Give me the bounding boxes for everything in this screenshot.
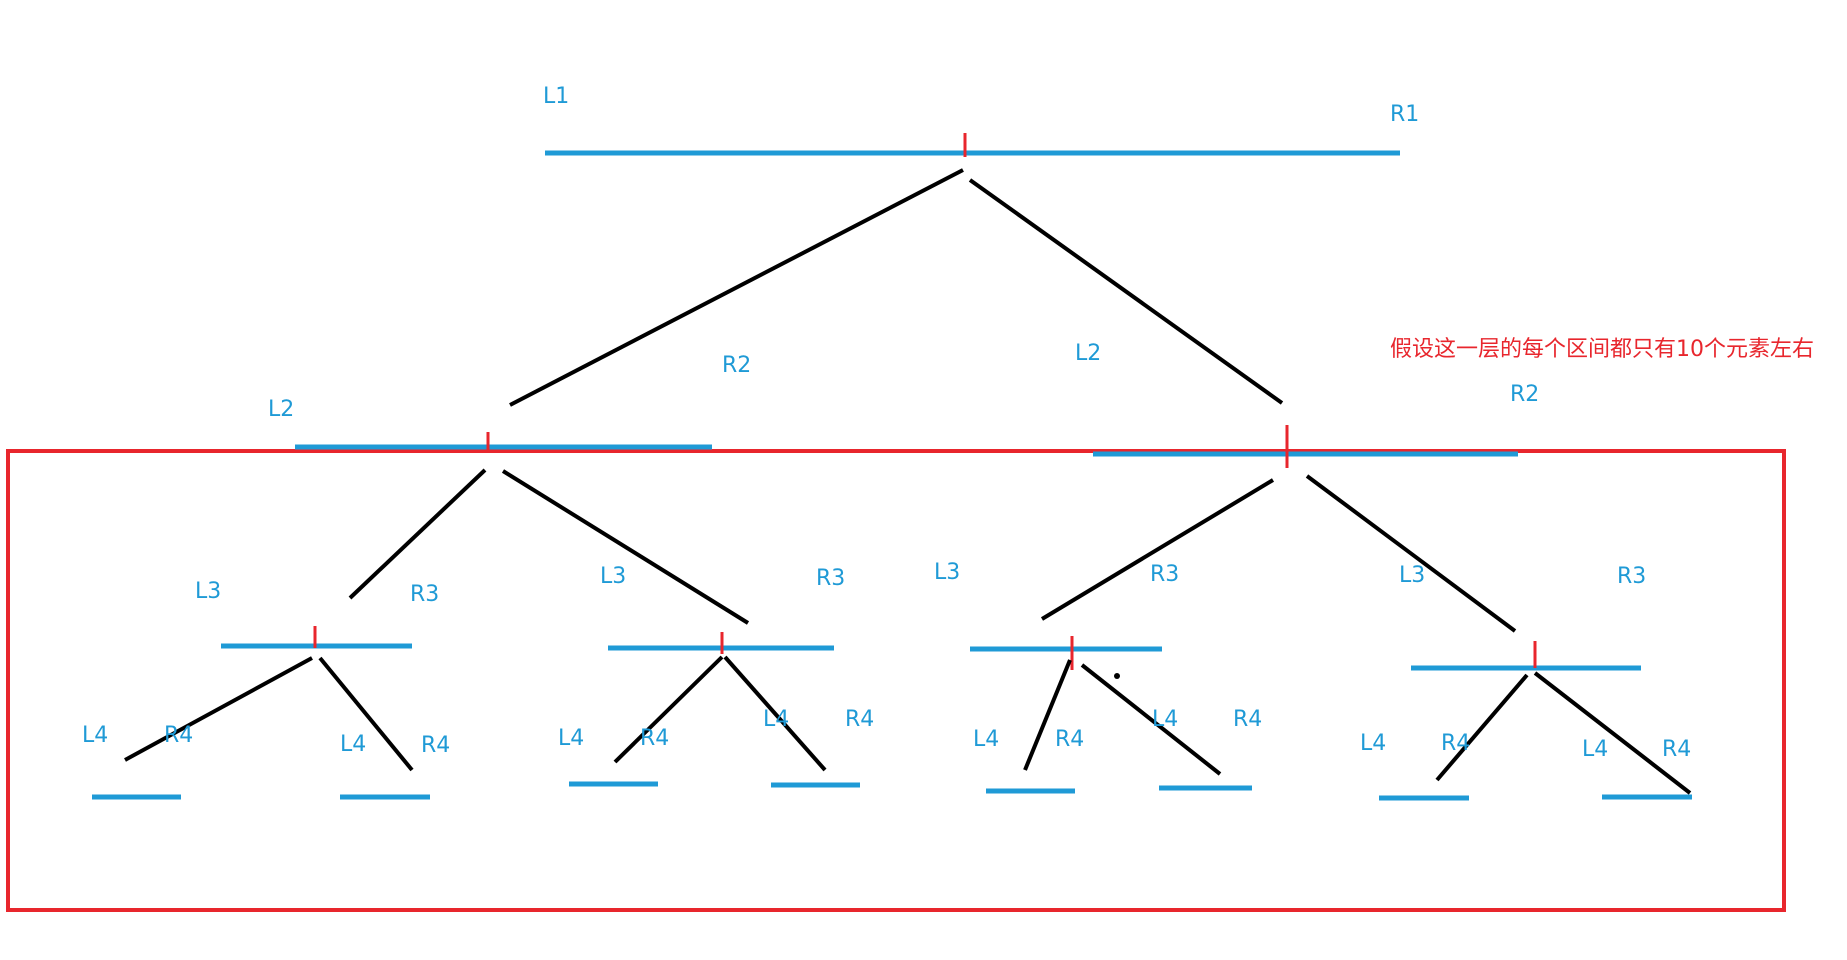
label-right: R4	[421, 733, 450, 758]
label-left: L2	[1075, 341, 1101, 366]
edge	[1435, 673, 1529, 782]
annotation-text: 假设这一层的每个区间都只有10个元素左右	[1390, 337, 1814, 362]
edge	[1040, 478, 1275, 621]
edge	[509, 168, 964, 407]
edge	[1080, 663, 1222, 776]
label-left: L3	[1399, 563, 1425, 588]
label-right: R4	[845, 707, 874, 732]
edge	[501, 469, 750, 625]
label-left: L3	[600, 564, 626, 589]
label-right: R4	[1662, 737, 1691, 762]
edge	[318, 656, 414, 772]
stray-dot	[1114, 673, 1120, 679]
label-left: L4	[1582, 737, 1608, 762]
label-right: R4	[1441, 731, 1470, 756]
highlight-box	[6, 449, 1786, 912]
label-right: R3	[1150, 562, 1179, 587]
edge	[348, 468, 487, 600]
label-right: R4	[164, 723, 193, 748]
label-left: L3	[934, 560, 960, 585]
label-left: L4	[558, 726, 584, 751]
label-left: L4	[340, 732, 366, 757]
edge	[1305, 474, 1517, 633]
label-right: R2	[1510, 382, 1539, 407]
label-left: L3	[195, 579, 221, 604]
label-right: R3	[1617, 564, 1646, 589]
label-right: R2	[722, 353, 751, 378]
label-left: L4	[763, 707, 789, 732]
edge	[1023, 659, 1072, 771]
label-right: R3	[410, 582, 439, 607]
label-right: R1	[1390, 102, 1419, 127]
label-left: L4	[1152, 707, 1178, 732]
edge	[723, 655, 827, 772]
label-left: L2	[268, 397, 294, 422]
label-right: R4	[1233, 707, 1262, 732]
label-left: L1	[543, 84, 569, 109]
edge	[613, 655, 724, 764]
label-left: L4	[82, 723, 108, 748]
edge	[1533, 671, 1692, 795]
label-right: R4	[1055, 727, 1084, 752]
label-left: L4	[973, 727, 999, 752]
edge	[968, 178, 1284, 405]
label-right: R4	[640, 726, 669, 751]
label-right: R3	[816, 566, 845, 591]
label-left: L4	[1360, 731, 1386, 756]
edge	[124, 656, 313, 762]
